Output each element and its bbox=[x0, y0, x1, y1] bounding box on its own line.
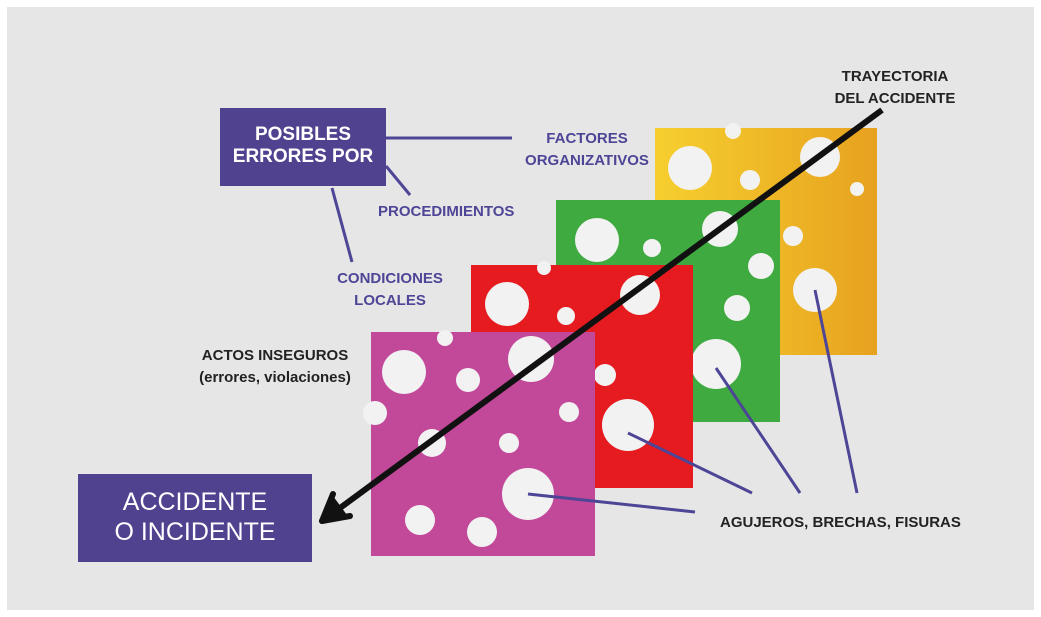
hole bbox=[382, 350, 426, 394]
label-trajectory: TRAYECTORIA DEL ACCIDENTE bbox=[822, 66, 968, 110]
hole bbox=[508, 336, 554, 382]
hole bbox=[725, 123, 741, 139]
hole bbox=[724, 295, 750, 321]
hole bbox=[485, 282, 529, 326]
label-local-conditions-line-2: LOCALES bbox=[354, 292, 426, 309]
label-organizational-line-1: FACTORES bbox=[546, 130, 628, 147]
hole-pointer-lines bbox=[527, 289, 859, 514]
hole bbox=[559, 402, 579, 422]
label-unsafe-acts: ACTOS INSEGUROS (errores, violaciones) bbox=[180, 345, 370, 389]
label-procedures: PROCEDIMIENTOS bbox=[378, 203, 515, 220]
label-trajectory-line-1: TRAYECTORIA bbox=[841, 68, 949, 85]
hole bbox=[594, 364, 616, 386]
possible-errors-line-2: ERRORES POR bbox=[232, 146, 374, 167]
connector-lines bbox=[330, 136, 512, 263]
hole bbox=[456, 368, 480, 392]
hole bbox=[405, 505, 435, 535]
accident-line-1: ACCIDENTE bbox=[122, 488, 268, 516]
hole bbox=[437, 330, 453, 346]
hole bbox=[467, 517, 497, 547]
label-local-conditions-line-1: CONDICIONES bbox=[337, 270, 443, 287]
hole bbox=[575, 218, 619, 262]
label-organizational-line-2: ORGANIZATIVOS bbox=[525, 152, 649, 169]
hole bbox=[850, 182, 864, 196]
hole bbox=[620, 275, 660, 315]
label-holes: AGUJEROS, BRECHAS, FISURAS bbox=[720, 514, 961, 531]
possible-errors-line-1: POSIBLES bbox=[254, 124, 352, 145]
label-unsafe-acts-line-2: (errores, violaciones) bbox=[199, 369, 351, 386]
hole bbox=[691, 339, 741, 389]
hole bbox=[499, 433, 519, 453]
label-unsafe-acts-line-1: ACTOS INSEGUROS bbox=[201, 347, 349, 364]
label-local-conditions: CONDICIONES LOCALES bbox=[318, 268, 462, 312]
hole bbox=[363, 401, 387, 425]
possible-errors-box: POSIBLES ERRORES POR bbox=[220, 108, 386, 186]
label-trajectory-line-2: DEL ACCIDENTE bbox=[834, 90, 956, 107]
hole bbox=[668, 146, 712, 190]
hole bbox=[783, 226, 803, 246]
hole bbox=[557, 307, 575, 325]
hole bbox=[740, 170, 760, 190]
hole bbox=[643, 239, 661, 257]
trajectory-arrow bbox=[319, 107, 884, 524]
label-organizational-factors: FACTORES ORGANIZATIVOS bbox=[517, 128, 657, 172]
hole bbox=[537, 261, 551, 275]
slice-unsafe-acts bbox=[363, 330, 595, 556]
accident-line-2: O INCIDENTE bbox=[114, 518, 276, 546]
accident-box: ACCIDENTE O INCIDENTE bbox=[78, 474, 312, 562]
hole bbox=[748, 253, 774, 279]
